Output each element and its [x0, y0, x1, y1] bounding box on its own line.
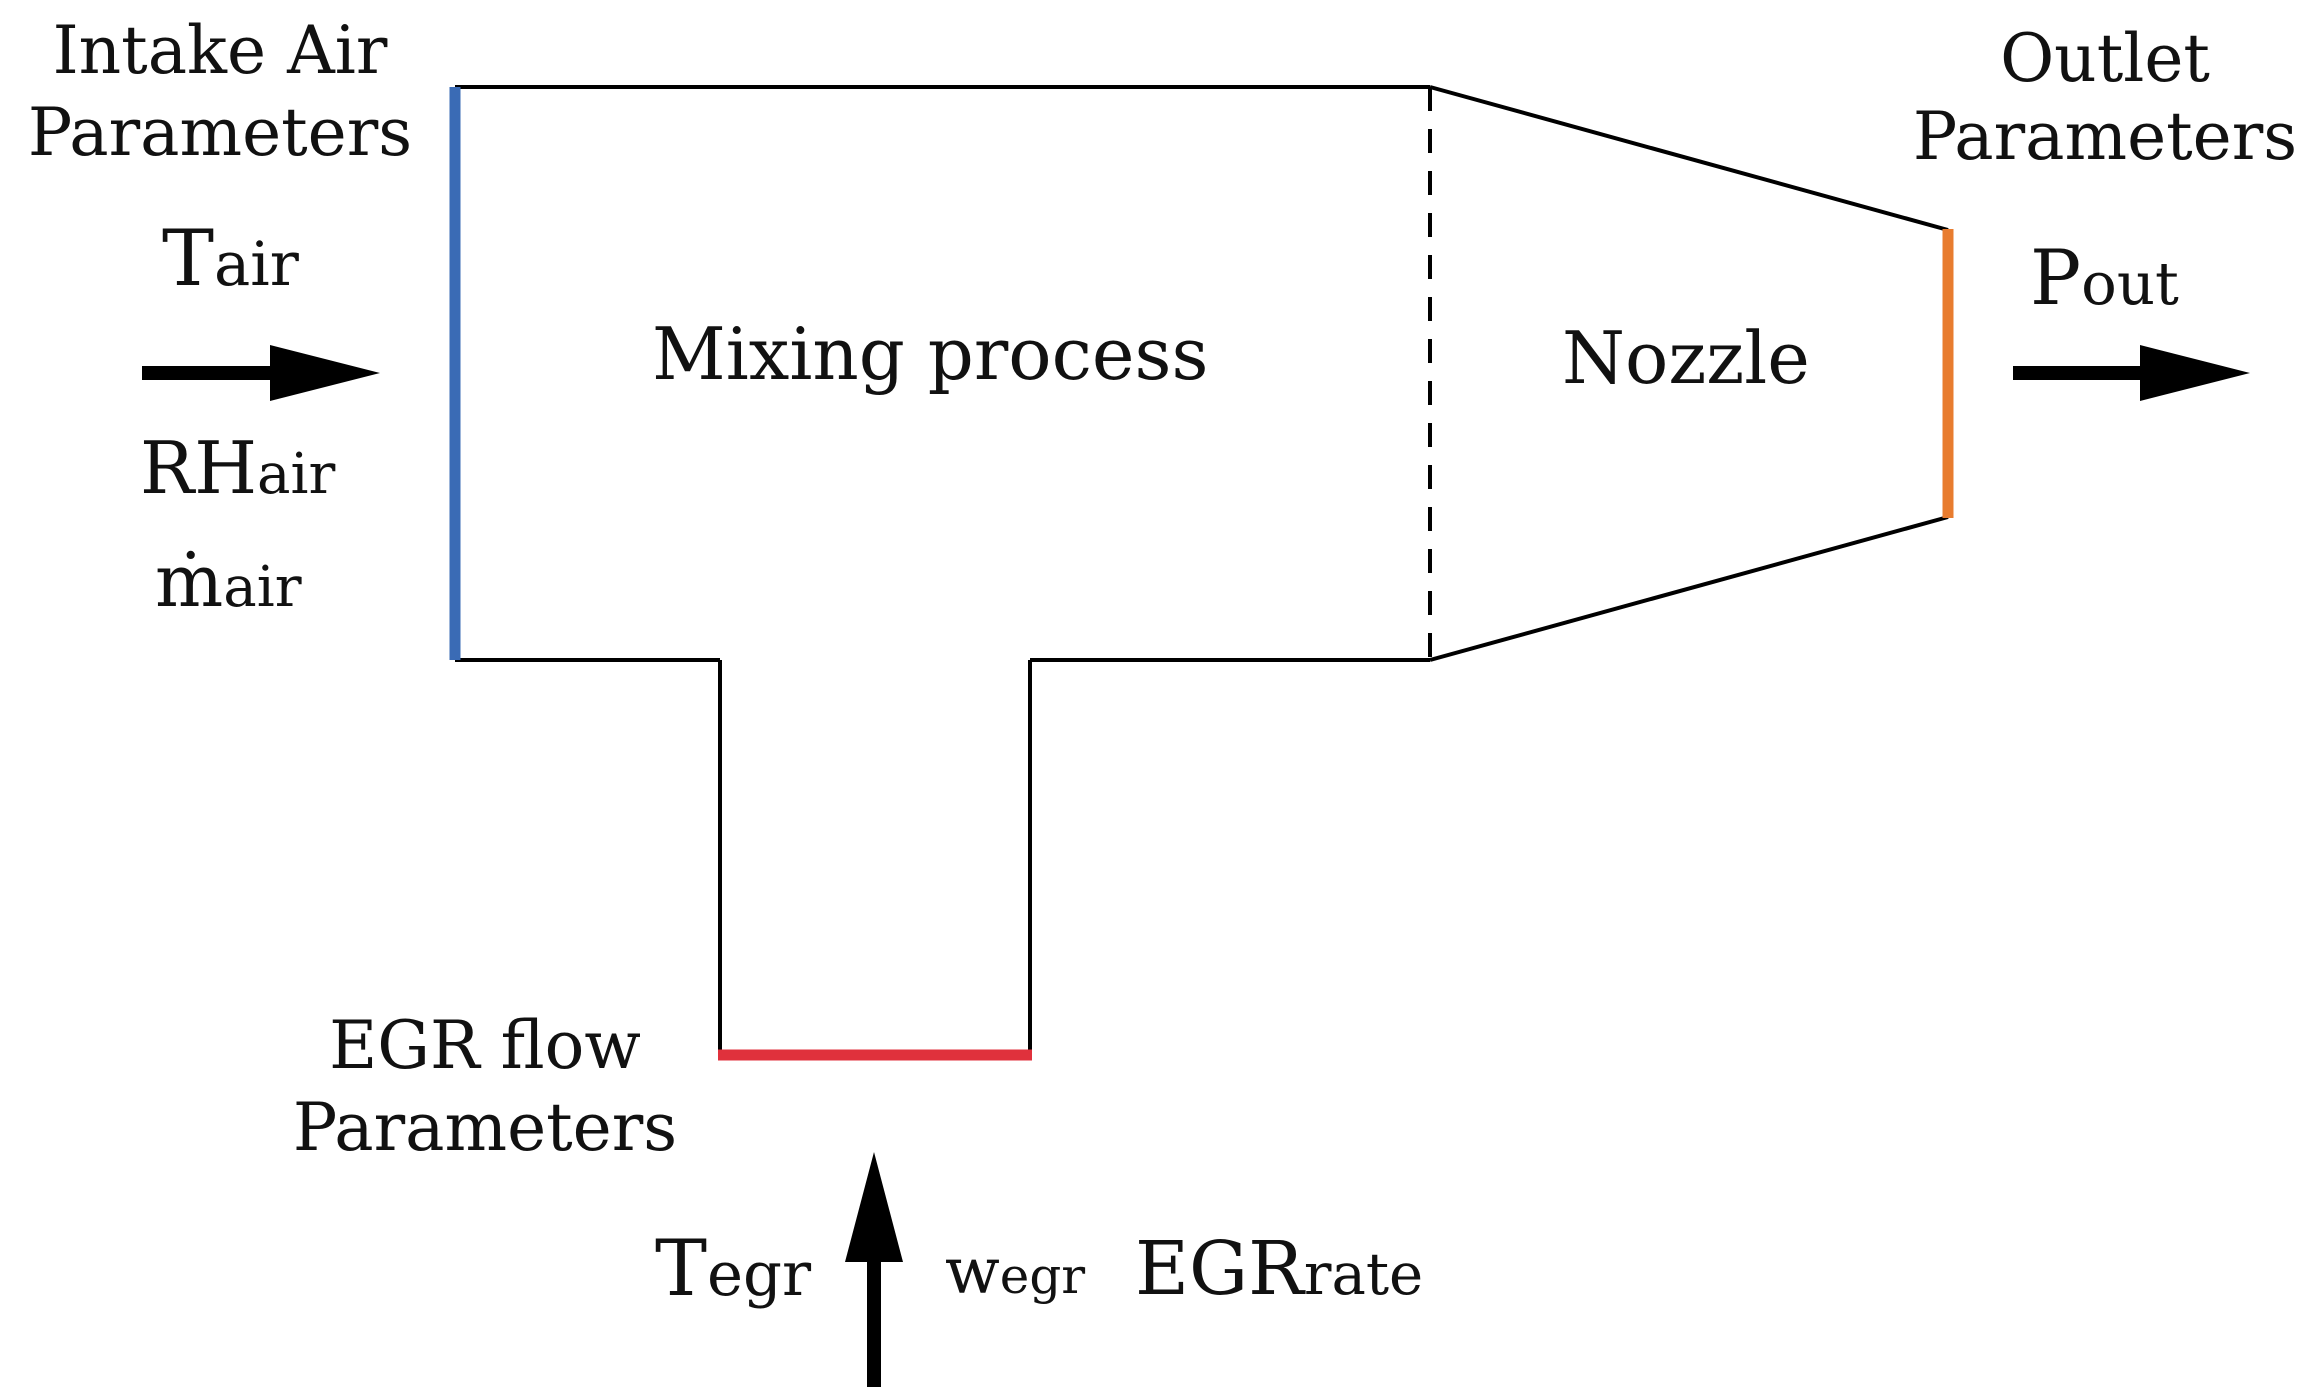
w-egr-subscript: egr [999, 1247, 1086, 1305]
egr-rate-base: EGR [1135, 1226, 1304, 1312]
intake-flow-arrow [142, 345, 380, 401]
m-air-variable: ṁair [155, 545, 302, 617]
t-air-variable: Tair [162, 220, 299, 298]
nozzle-label: Nozzle [1562, 316, 1810, 400]
outlet-title-line1: Outlet [2000, 20, 2210, 97]
mixing-chamber-outline [455, 85, 1430, 1055]
egr-rate-variable: EGRrate [1135, 1232, 1423, 1306]
rh-air-variable: RHair [140, 432, 335, 504]
m-air-base: ṁ [155, 539, 224, 623]
egr-flow-arrow [845, 1152, 903, 1387]
intake-title-line2: Parameters [27, 94, 413, 171]
p-out-subscript: out [2081, 249, 2179, 318]
p-out-variable: Pout [2030, 240, 2179, 316]
egr-title-line2: Parameters [292, 1089, 678, 1166]
mixing-process-label: Mixing process [652, 312, 1209, 396]
egr-parameters-title: EGR flow Parameters [255, 1005, 715, 1169]
t-egr-subscript: egr [707, 1240, 812, 1310]
m-air-subscript: air [223, 555, 302, 620]
t-air-base: T [162, 214, 215, 304]
p-out-base: P [2030, 233, 2082, 322]
egr-title-line1: EGR flow [329, 1007, 641, 1084]
egr-rate-subscript: rate [1303, 1240, 1424, 1308]
intake-title-line1: Intake Air [52, 12, 388, 89]
outlet-flow-arrow [2013, 345, 2250, 401]
rh-air-subscript: air [257, 442, 336, 507]
outlet-parameters-title: Outlet Parameters [1880, 20, 2314, 176]
intake-parameters-title: Intake Air Parameters [0, 10, 440, 174]
w-egr-variable: wegr [945, 1240, 1085, 1304]
nozzle-upper-wall [1429, 85, 1949, 232]
rh-air-base: RH [140, 426, 257, 510]
outlet-title-line2: Parameters [1912, 98, 2298, 175]
nozzle-lower-wall [1429, 515, 1949, 662]
t-egr-base: T [655, 1224, 708, 1314]
t-egr-variable: Tegr [655, 1230, 811, 1308]
nozzle-outline [1429, 85, 1949, 662]
t-air-subscript: air [214, 230, 299, 300]
w-egr-base: w [945, 1235, 1000, 1309]
